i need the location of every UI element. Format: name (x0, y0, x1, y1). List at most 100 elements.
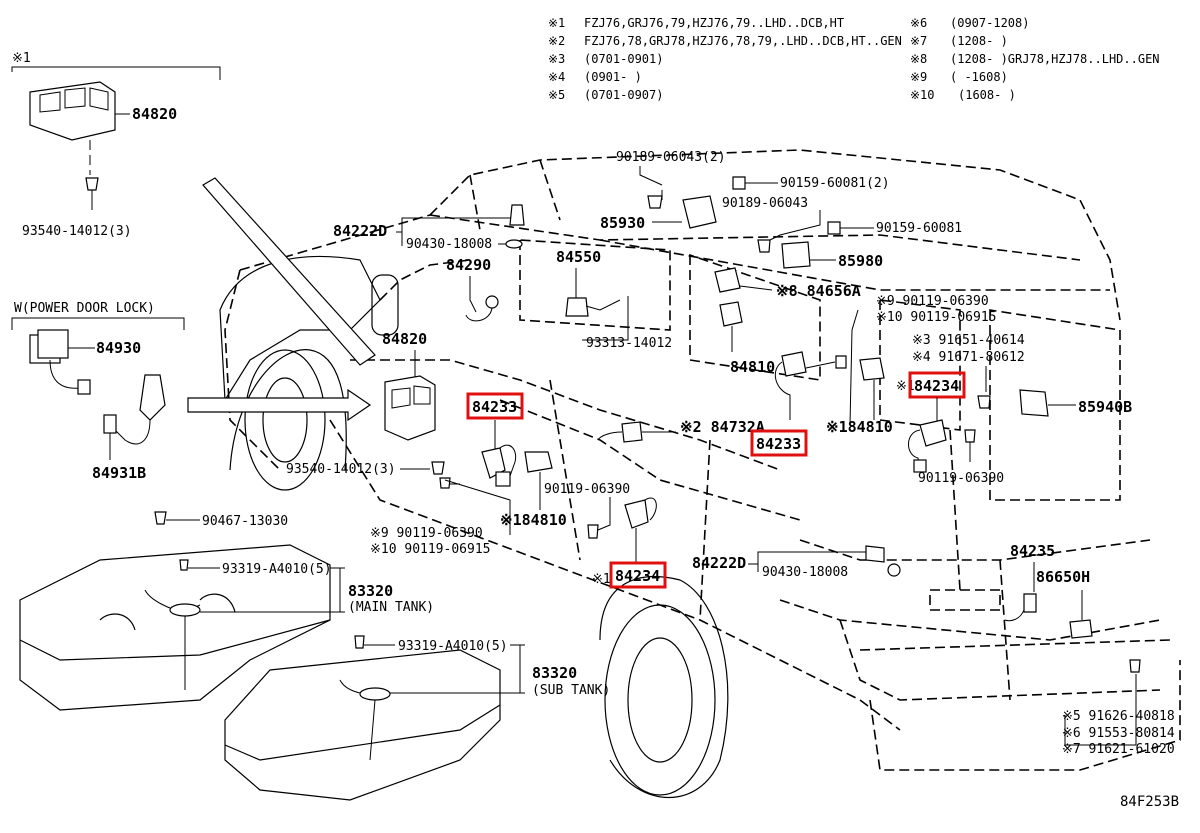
label-84930: 84930 (96, 339, 141, 357)
label-91553: ※6 91553-80814 (1062, 726, 1175, 741)
highlight-84233-right[interactable]: 84233 (750, 429, 808, 457)
note-9-text: ( -1608) (950, 70, 1008, 84)
label-85930: 85930 (600, 214, 645, 232)
label-90159-a: 90159-60081(2) (780, 176, 890, 191)
label-84290: 84290 (446, 256, 491, 274)
center-parts: 84550 93313-14012 90189-06043(2) 90159-6… (556, 150, 962, 376)
label-84234-b-prefix: ※1 (896, 379, 915, 394)
sensor-84233-left (481, 447, 506, 479)
label-91621: ※7 91621-61020 (1062, 742, 1175, 757)
pointer-arrows (187, 177, 376, 422)
note-7-mark: ※7 (910, 34, 927, 48)
right-parts: ※9 90119-06390 ※10 90119-06915 ※3 91651-… (692, 294, 1175, 757)
fuel-tanks: 90467-13030 93319-A4010(5) 83320 (MAIN T… (19, 511, 610, 801)
label-91626: ※5 91626-40818 (1062, 709, 1175, 724)
label-93319-b: 93319-A4010(5) (398, 639, 508, 654)
label-93313: 93313-14012 (586, 336, 672, 351)
sensor-84810-right (859, 357, 885, 381)
label-90159-b: 90159-60081 (876, 221, 962, 236)
notes-block: ※1 FZJ76,GRJ76,79,HZJ76,79..LHD..DCB,HT … (548, 16, 1160, 102)
box1-mark: ※1 (12, 51, 31, 66)
label-90189-a: 90189-06043(2) (616, 150, 726, 165)
front-parts: 84222D 90430-18008 84290 84820 93540-140… (286, 204, 525, 489)
box-mark-1: ※1 84820 93540-14012(3) (11, 51, 221, 239)
note-5-text: (0701-0907) (584, 88, 663, 102)
label-84234-b: 84234 (914, 377, 959, 395)
w-box-title: W(POWER DOOR LOCK) (14, 301, 155, 316)
label-83320-a: 83320 (348, 582, 393, 600)
label-91651: ※3 91651-40614 (912, 333, 1025, 348)
relay-85980 (781, 241, 811, 269)
label-84810: 84810 (730, 358, 775, 376)
note-2-text: FZJ76,78,GRJ78,HZJ76,78,79,.LHD..DCB,HT.… (584, 34, 902, 48)
label-84820-top: 84820 (132, 105, 177, 123)
mirror (371, 274, 399, 336)
note-1-text: FZJ76,GRJ76,79,HZJ76,79..LHD..DCB,HT (584, 16, 844, 30)
label-90467: 90467-13030 (202, 514, 288, 529)
highlight-84234-left[interactable]: 84234 (609, 561, 667, 589)
label-91671: ※4 91671-80612 (912, 350, 1025, 365)
note-9-mark: ※9 (910, 70, 927, 84)
note-6-mark: ※6 (910, 16, 927, 30)
label-90430-a: 90430-18008 (406, 237, 492, 252)
label-90189-b: 90189-06043 (722, 196, 808, 211)
sensor-84233-right (781, 351, 807, 377)
label-85980: 85980 (838, 252, 883, 270)
label-93319-a: 93319-A4010(5) (222, 562, 332, 577)
label-84234-a-prefix: ※1 (592, 572, 611, 587)
label-84234-a: 84234 (615, 567, 660, 585)
label-90119-mid: 90119-06390 (544, 482, 630, 497)
power-door-lock-box: W(POWER DOOR LOCK) 84930 84931B (11, 301, 185, 482)
label-84931b: 84931B (92, 464, 146, 482)
label-84550: 84550 (556, 248, 601, 266)
switch-84235 (1023, 593, 1037, 613)
note-2-mark: ※2 (548, 34, 565, 48)
label-85940b: 85940B (1078, 398, 1132, 416)
label-84820-mid: 84820 (382, 330, 427, 348)
switch-84222d-b (865, 545, 885, 563)
label-90119-r: 90119-06390 (918, 471, 1004, 486)
sensor-84234-left (624, 499, 649, 529)
vehicle-outline (224, 149, 1181, 771)
label-93540-top: 93540-14012(3) (22, 224, 132, 239)
label-90119-r9: ※9 90119-06390 (876, 294, 989, 309)
note-3-mark: ※3 (548, 52, 565, 66)
note-3-text: (0701-0901) (584, 52, 663, 66)
sensor-84810-center (719, 301, 743, 327)
label-90119-l10: ※10 90119-06915 (370, 542, 490, 557)
highlight-84234-right[interactable]: 84234 (908, 371, 966, 399)
sensor-84234-right (919, 419, 947, 447)
actuator (139, 374, 166, 421)
note-8-mark: ※8 (910, 52, 927, 66)
diagram-code: 84F253B (1120, 794, 1179, 810)
note-4-mark: ※4 (548, 70, 565, 84)
label-84732a: ※2 84732A (680, 418, 765, 436)
label-90119-l9: ※9 90119-06390 (370, 526, 483, 541)
highlight-84233-left[interactable]: 84233 (466, 392, 524, 420)
label-93540-mid: 93540-14012(3) (286, 462, 396, 477)
note-8-text: (1208- )GRJ78,HZJ78..LHD..GEN (950, 52, 1160, 66)
note-1-mark: ※1 (548, 16, 565, 30)
label-184810-right: ※184810 (826, 418, 893, 436)
main-tank-label: (MAIN TANK) (348, 600, 434, 615)
relay-85930 (682, 195, 717, 229)
sensor-84810-left (524, 451, 553, 473)
label-90430-b: 90430-18008 (762, 565, 848, 580)
note-7-text: (1208- ) (950, 34, 1008, 48)
label-90119-r10: ※10 90119-06915 (876, 310, 996, 325)
label-83320-b: 83320 (532, 664, 577, 682)
note-6-text: (0907-1208) (950, 16, 1029, 30)
relay-85940b (1019, 389, 1049, 417)
label-84233-b: 84233 (756, 435, 801, 453)
label-184810-left: ※184810 (500, 511, 567, 529)
label-84222d-b: 84222D (692, 554, 746, 572)
switch-84820 (384, 375, 436, 441)
switch-84222d-a (509, 204, 525, 226)
note-10-text: (1608- ) (958, 88, 1016, 102)
horn-86650h (1069, 619, 1093, 639)
label-84233-a: 84233 (472, 398, 517, 416)
note-10-mark: ※10 (910, 88, 935, 102)
label-84222d-a: 84222D (333, 222, 387, 240)
